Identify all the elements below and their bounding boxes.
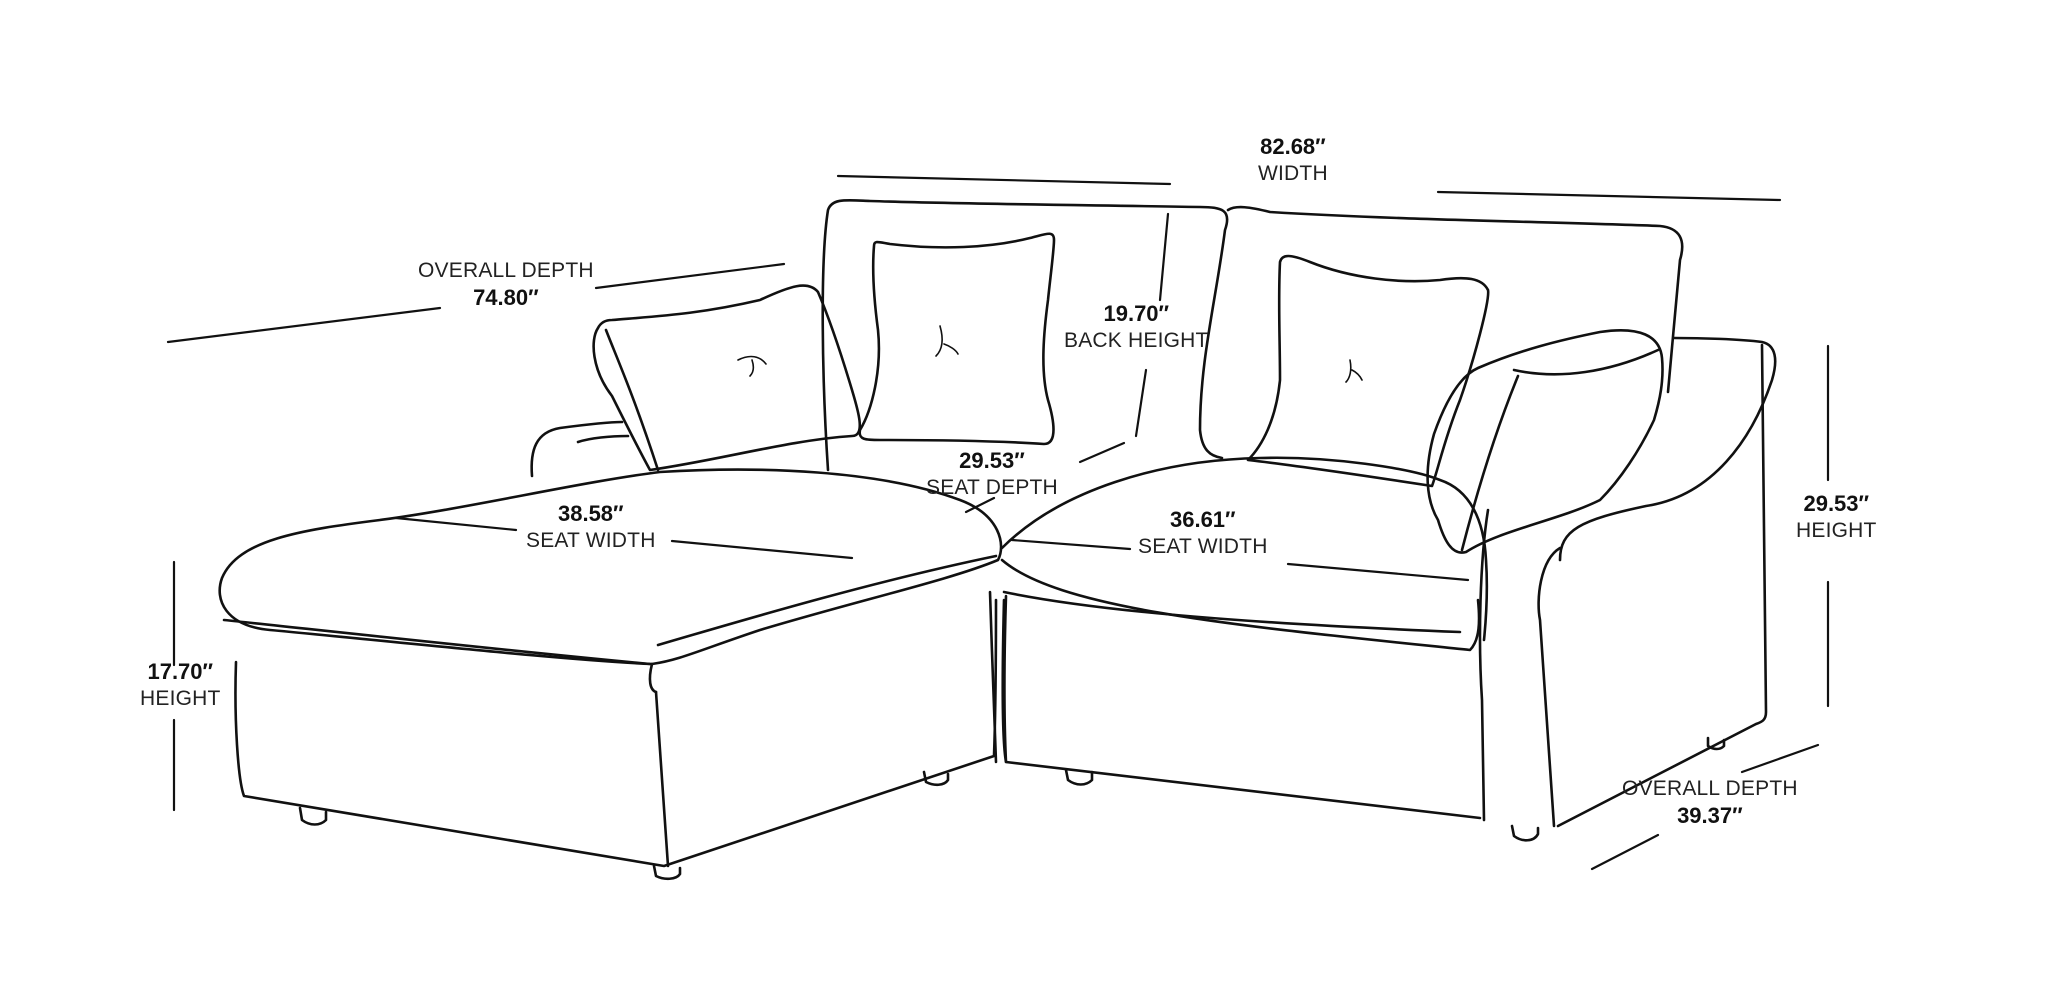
seat-height-label: HEIGHT bbox=[140, 686, 221, 710]
dimension-lines bbox=[166, 174, 1830, 871]
dimension-overall-height: 29.53″ HEIGHT bbox=[1796, 490, 1877, 544]
overall-height-value: 29.53″ bbox=[1803, 491, 1870, 516]
overall-height-label: HEIGHT bbox=[1796, 518, 1877, 542]
dimension-seat-depth: 29.53″ SEAT DEPTH bbox=[926, 447, 1058, 501]
dimension-overall-depth-left: OVERALL DEPTH 74.80″ bbox=[418, 258, 594, 312]
dimension-back-height: 19.70″ BACK HEIGHT bbox=[1064, 300, 1209, 354]
dimension-seat-width-left: 38.58″ SEAT WIDTH bbox=[526, 500, 656, 554]
seat-depth-label: SEAT DEPTH bbox=[926, 475, 1058, 499]
dimension-seat-width-right: 36.61″ SEAT WIDTH bbox=[1138, 506, 1268, 560]
overall-depth-left-label: OVERALL DEPTH bbox=[418, 259, 594, 282]
sofa-outline bbox=[218, 198, 1777, 881]
seat-depth-value: 29.53″ bbox=[959, 448, 1025, 473]
seat-width-right-value: 36.61″ bbox=[1169, 507, 1236, 532]
seat-height-value: 17.70″ bbox=[147, 659, 214, 684]
overall-depth-left-value: 74.80″ bbox=[473, 285, 539, 311]
seat-width-right-label: SEAT WIDTH bbox=[1138, 534, 1268, 558]
seat-width-left-label: SEAT WIDTH bbox=[526, 528, 656, 552]
dimension-width: 82.68″ WIDTH bbox=[1258, 133, 1328, 187]
seat-width-left-value: 38.58″ bbox=[557, 501, 624, 526]
dimension-overall-depth-right: OVERALL DEPTH 39.37″ bbox=[1622, 776, 1798, 830]
pillow-tufts bbox=[737, 325, 1363, 383]
width-label: WIDTH bbox=[1258, 161, 1328, 185]
dimension-seat-height: 17.70″ HEIGHT bbox=[140, 658, 221, 712]
back-height-value: 19.70″ bbox=[1103, 301, 1170, 326]
overall-depth-right-value: 39.37″ bbox=[1677, 803, 1743, 829]
width-value: 82.68″ bbox=[1260, 134, 1326, 159]
overall-depth-right-label: OVERALL DEPTH bbox=[1622, 777, 1798, 800]
back-height-label: BACK HEIGHT bbox=[1064, 328, 1209, 352]
